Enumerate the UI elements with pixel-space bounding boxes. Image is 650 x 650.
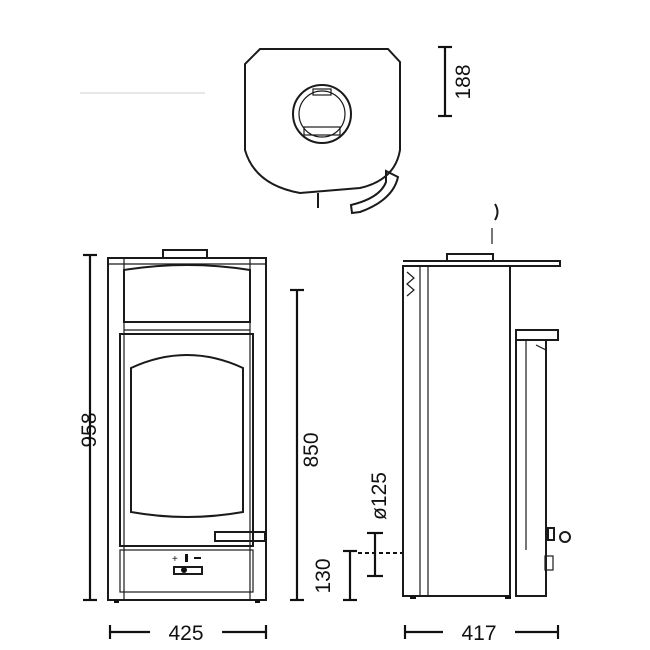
- top-view: 188: [80, 45, 475, 215]
- side-view: 417: [402, 203, 571, 645]
- dim-958-label: 958: [78, 412, 101, 447]
- side-handle-stem: [547, 527, 555, 541]
- dim-425-label: 425: [168, 622, 203, 645]
- flue-top-tab: [312, 88, 332, 96]
- front-top-cap: [162, 249, 208, 259]
- flue-inner-ring: [298, 90, 346, 138]
- front-foot-right: [255, 600, 260, 603]
- side-vent-slots: [406, 271, 415, 297]
- flue-outer-ring: [292, 84, 352, 144]
- side-top-plate: [403, 260, 561, 267]
- side-handle-knob: [559, 531, 571, 543]
- dim-417-label: 417: [461, 622, 496, 645]
- air-plus-icon: +: [172, 554, 178, 565]
- front-ashpan: [119, 549, 254, 593]
- side-door-curve: [535, 344, 547, 530]
- front-glass-window: [130, 354, 244, 518]
- air-bar-icon: [185, 554, 188, 562]
- air-control-slider[interactable]: [173, 566, 203, 575]
- side-body-outline: [402, 265, 511, 597]
- side-foot-right: [505, 596, 511, 599]
- side-flue-arc: [494, 203, 499, 221]
- front-door-handle: [214, 531, 266, 542]
- air-control-knob[interactable]: [181, 567, 187, 573]
- top-view-handle: [349, 169, 400, 215]
- air-minus-icon: [194, 557, 201, 559]
- side-foot-left: [410, 596, 416, 599]
- side-door-profile: [515, 339, 547, 597]
- dim-188-label: 188: [452, 64, 475, 99]
- front-view: + 958 425: [78, 249, 268, 645]
- middle-dimensions: 850 130 ø125: [290, 288, 404, 602]
- side-door-top: [515, 329, 559, 341]
- dim-130-label: 130: [312, 558, 335, 593]
- flue-bottom-tab: [303, 126, 341, 136]
- top-view-outline: [244, 48, 401, 195]
- side-air-control: [544, 555, 554, 571]
- side-top-cap: [446, 253, 494, 262]
- front-foot-left: [114, 600, 119, 603]
- front-upper-panel: [123, 264, 251, 323]
- dim-125-label: ø125: [368, 472, 391, 520]
- dim-850-label: 850: [300, 432, 323, 467]
